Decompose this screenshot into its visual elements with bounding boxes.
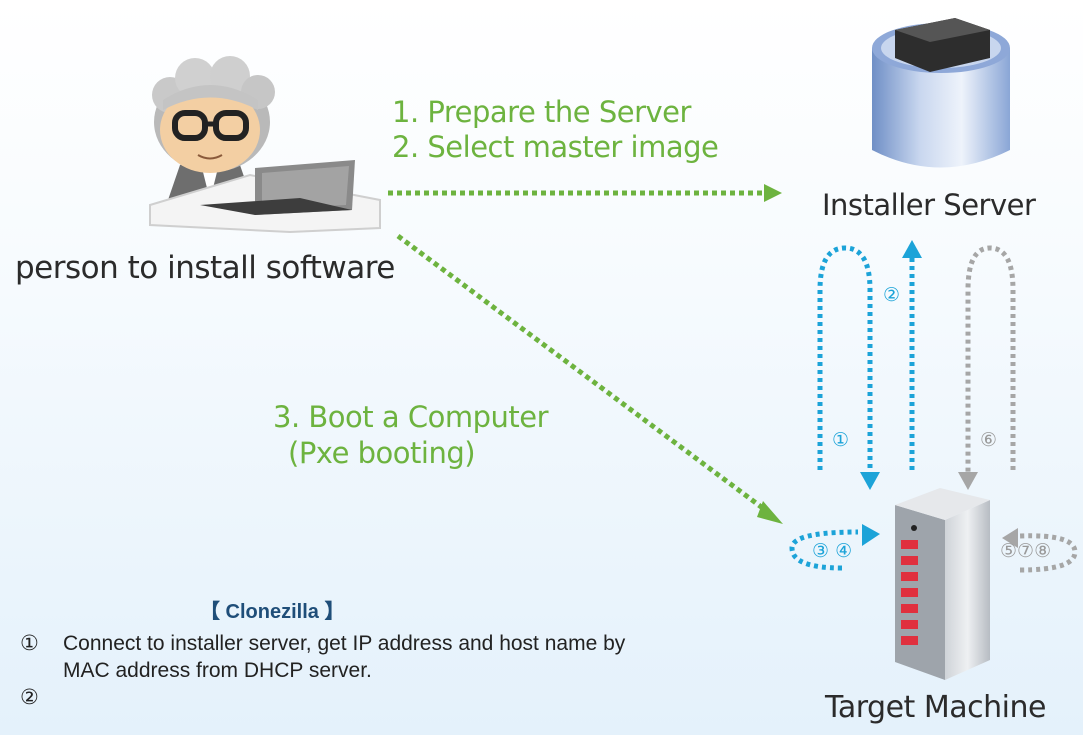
flow-step6-arrow [958,245,1016,490]
target-machine-label: Target Machine [825,690,1046,725]
person-label: person to install software [15,250,395,286]
person-illustration [149,56,381,234]
arrow-boot-computer [396,233,783,524]
flow-step1-arrow [817,245,880,490]
step-prepare-label: 1. Prepare the Server [392,95,691,129]
clonezilla-steps: ① Connect to installer server, get IP ad… [20,630,660,709]
installer-server-label: Installer Server [822,188,1036,222]
clonezilla-step: ① Connect to installer server, get IP ad… [20,630,660,684]
clonezilla-title: 【 Clonezilla 】 [200,601,345,623]
flow-local-step34-arrow [789,524,880,571]
arrow-prepare-server [388,184,782,202]
flow-local-step578-arrow [1002,528,1078,573]
flow-marker-2: ② [883,284,901,306]
server-rack-icon [895,488,990,680]
flow-marker-34: ③ ④ [812,540,853,562]
step-boot-label: 3. Boot a Computer [273,400,549,434]
database-icon [872,18,1010,168]
step-text: Connect to installer server, get IP addr… [63,632,626,682]
flow-marker-1: ① [832,429,850,451]
step-select-label: 2. Select master image [392,130,719,164]
step-boot-sub-label: (Pxe booting) [288,436,476,470]
flow-step2-arrow [902,240,922,470]
flow-marker-578: ⑤⑦⑧ [1000,540,1052,562]
step-number: ② [20,685,39,709]
flow-marker-6: ⑥ [980,429,998,451]
step-number: ① [20,631,39,655]
